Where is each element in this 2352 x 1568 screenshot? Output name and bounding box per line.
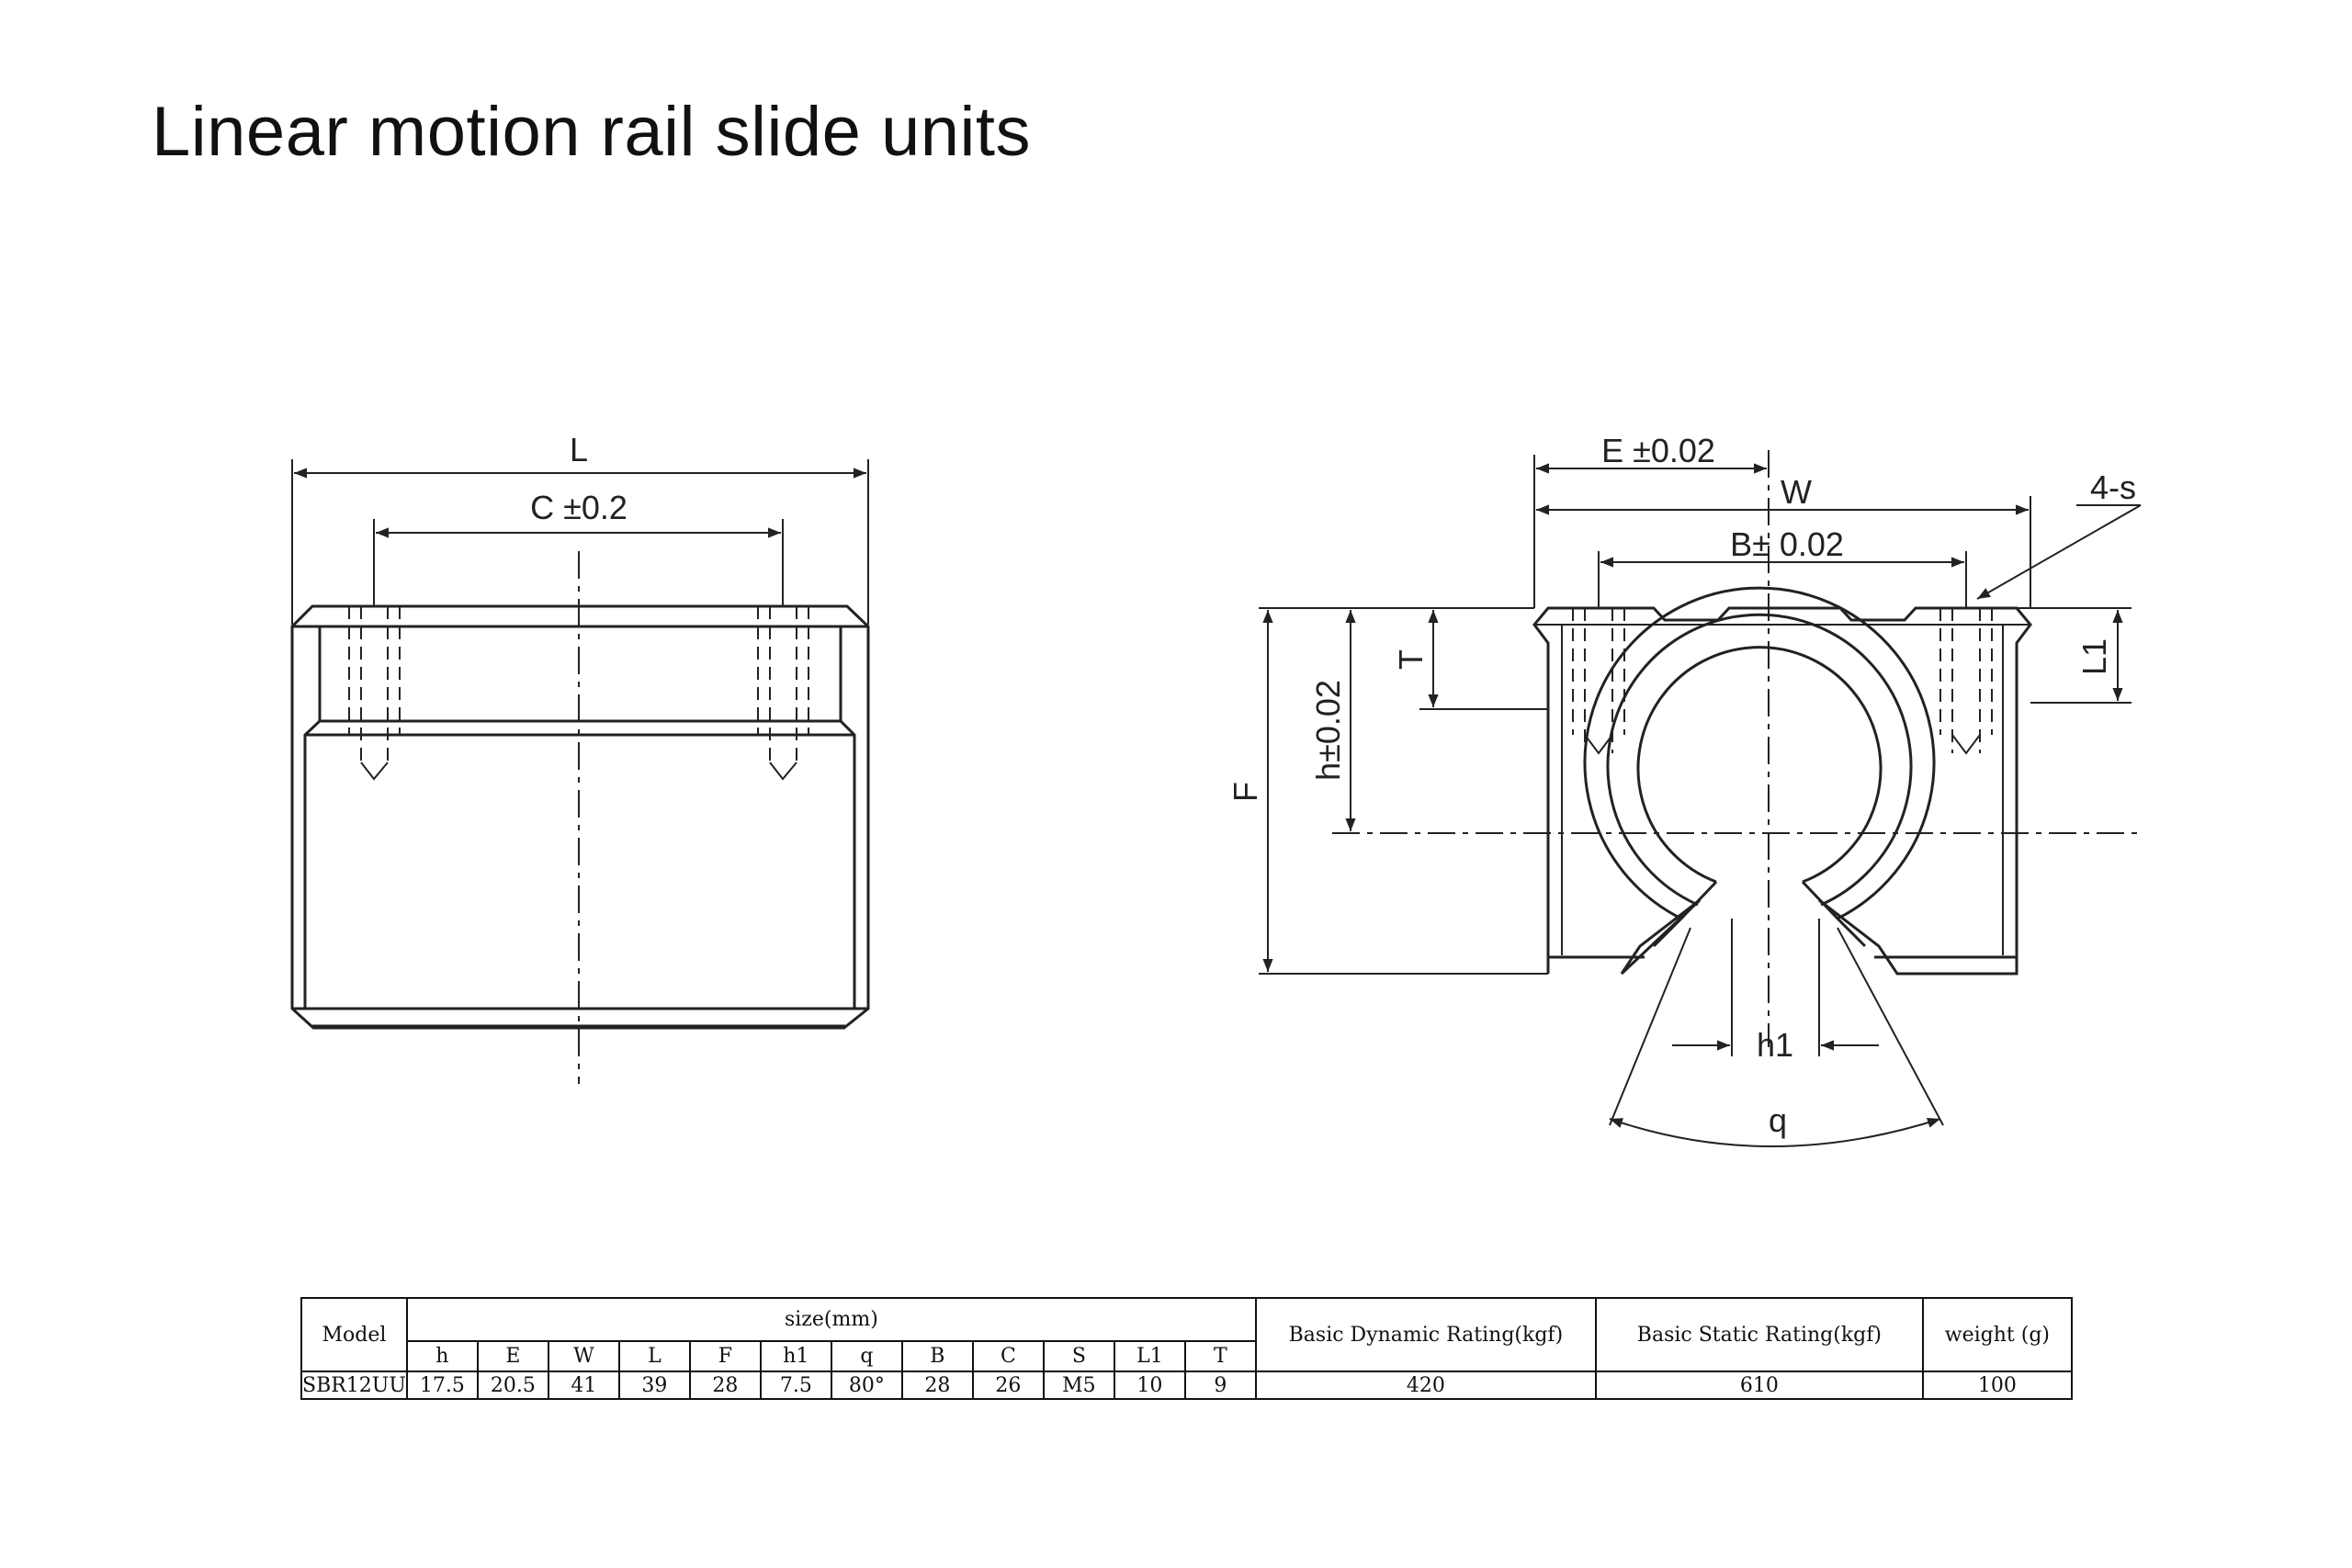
front-view-inner-ring [1636,646,1883,884]
table-subheader-row: h E W L F h1 q B C S L1 T [301,1339,2072,1373]
cell-e: 20.5 [476,1371,549,1400]
subheader-h: h [405,1339,479,1373]
cell-weight: 100 [1921,1371,2073,1400]
label-f: F [1227,782,1264,802]
cell-l: 39 [617,1371,691,1400]
side-view-body-outline [290,604,870,1029]
label-h1: h1 [1757,1026,1793,1064]
leader-4-s [1976,504,2142,600]
cell-static-rating: 610 [1594,1371,1924,1400]
label-4-s: 4-s [2090,468,2136,506]
subheader-t: T [1183,1339,1257,1373]
table-header-row: Model size(mm) Basic Dynamic Rating(kgf)… [300,1297,2073,1372]
specification-table: Model size(mm) Basic Dynamic Rating(kgf)… [300,1297,2073,1400]
specification-table-body: Model size(mm) Basic Dynamic Rating(kgf)… [300,1297,2073,1400]
subheader-c: C [971,1339,1045,1373]
label-e: E ±0.02 [1601,432,1715,469]
header-weight: weight (g) [1921,1297,2073,1372]
cell-t: 9 [1183,1371,1257,1400]
subheader-q: q [830,1339,903,1373]
cell-s: M5 [1042,1371,1115,1400]
label-c: C ±0.2 [530,489,628,526]
cell-h1: 7.5 [759,1371,832,1400]
cell-l1: 10 [1113,1371,1186,1400]
dimension-arc-q [1609,1117,1941,1147]
subheader-b: B [900,1339,974,1373]
cell-q: 80° [830,1371,903,1400]
label-q: q [1769,1101,1787,1139]
page-title: Linear motion rail slide units [152,93,1032,171]
label-h: h±0.02 [1309,680,1347,781]
subheader-f: F [688,1339,762,1373]
label-l1: L1 [2075,638,2113,675]
side-view [290,459,870,1084]
table-row: SBR12UU 17.5 20.5 41 39 28 7.5 80° 28 26… [300,1371,2073,1400]
cell-model: SBR12UU [300,1371,408,1400]
subheader-l1: L1 [1113,1339,1186,1373]
label-b: B± 0.02 [1730,525,1844,563]
subheader-e: E [476,1339,549,1373]
subheader-w: W [547,1339,620,1373]
side-view-hidden-holes [348,606,809,762]
cell-f: 28 [688,1371,762,1400]
front-view-middle-ring [1606,613,1913,907]
header-model: Model [300,1297,408,1372]
front-view-hidden-holes [1572,608,1993,753]
header-dynamic-rating: Basic Dynamic Rating(kgf) [1254,1297,1597,1372]
front-view [1259,450,2142,1147]
header-static-rating: Basic Static Rating(kgf) [1594,1297,1924,1372]
cell-h: 17.5 [405,1371,479,1400]
side-view-inner-step [303,626,856,1009]
subheader-h1: h1 [759,1339,832,1373]
subheader-l: L [617,1339,691,1373]
label-w: W [1781,473,1812,511]
subheader-s: S [1042,1339,1115,1373]
cell-b: 28 [900,1371,974,1400]
label-l: L [570,431,588,468]
front-view-outer-ring [1583,586,1936,920]
header-size: size(mm) [405,1297,1257,1342]
cell-c: 26 [971,1371,1045,1400]
cell-w: 41 [547,1371,620,1400]
label-t: T [1392,649,1430,670]
front-view-housing [1532,606,2032,976]
cell-dynamic-rating: 420 [1254,1371,1597,1400]
